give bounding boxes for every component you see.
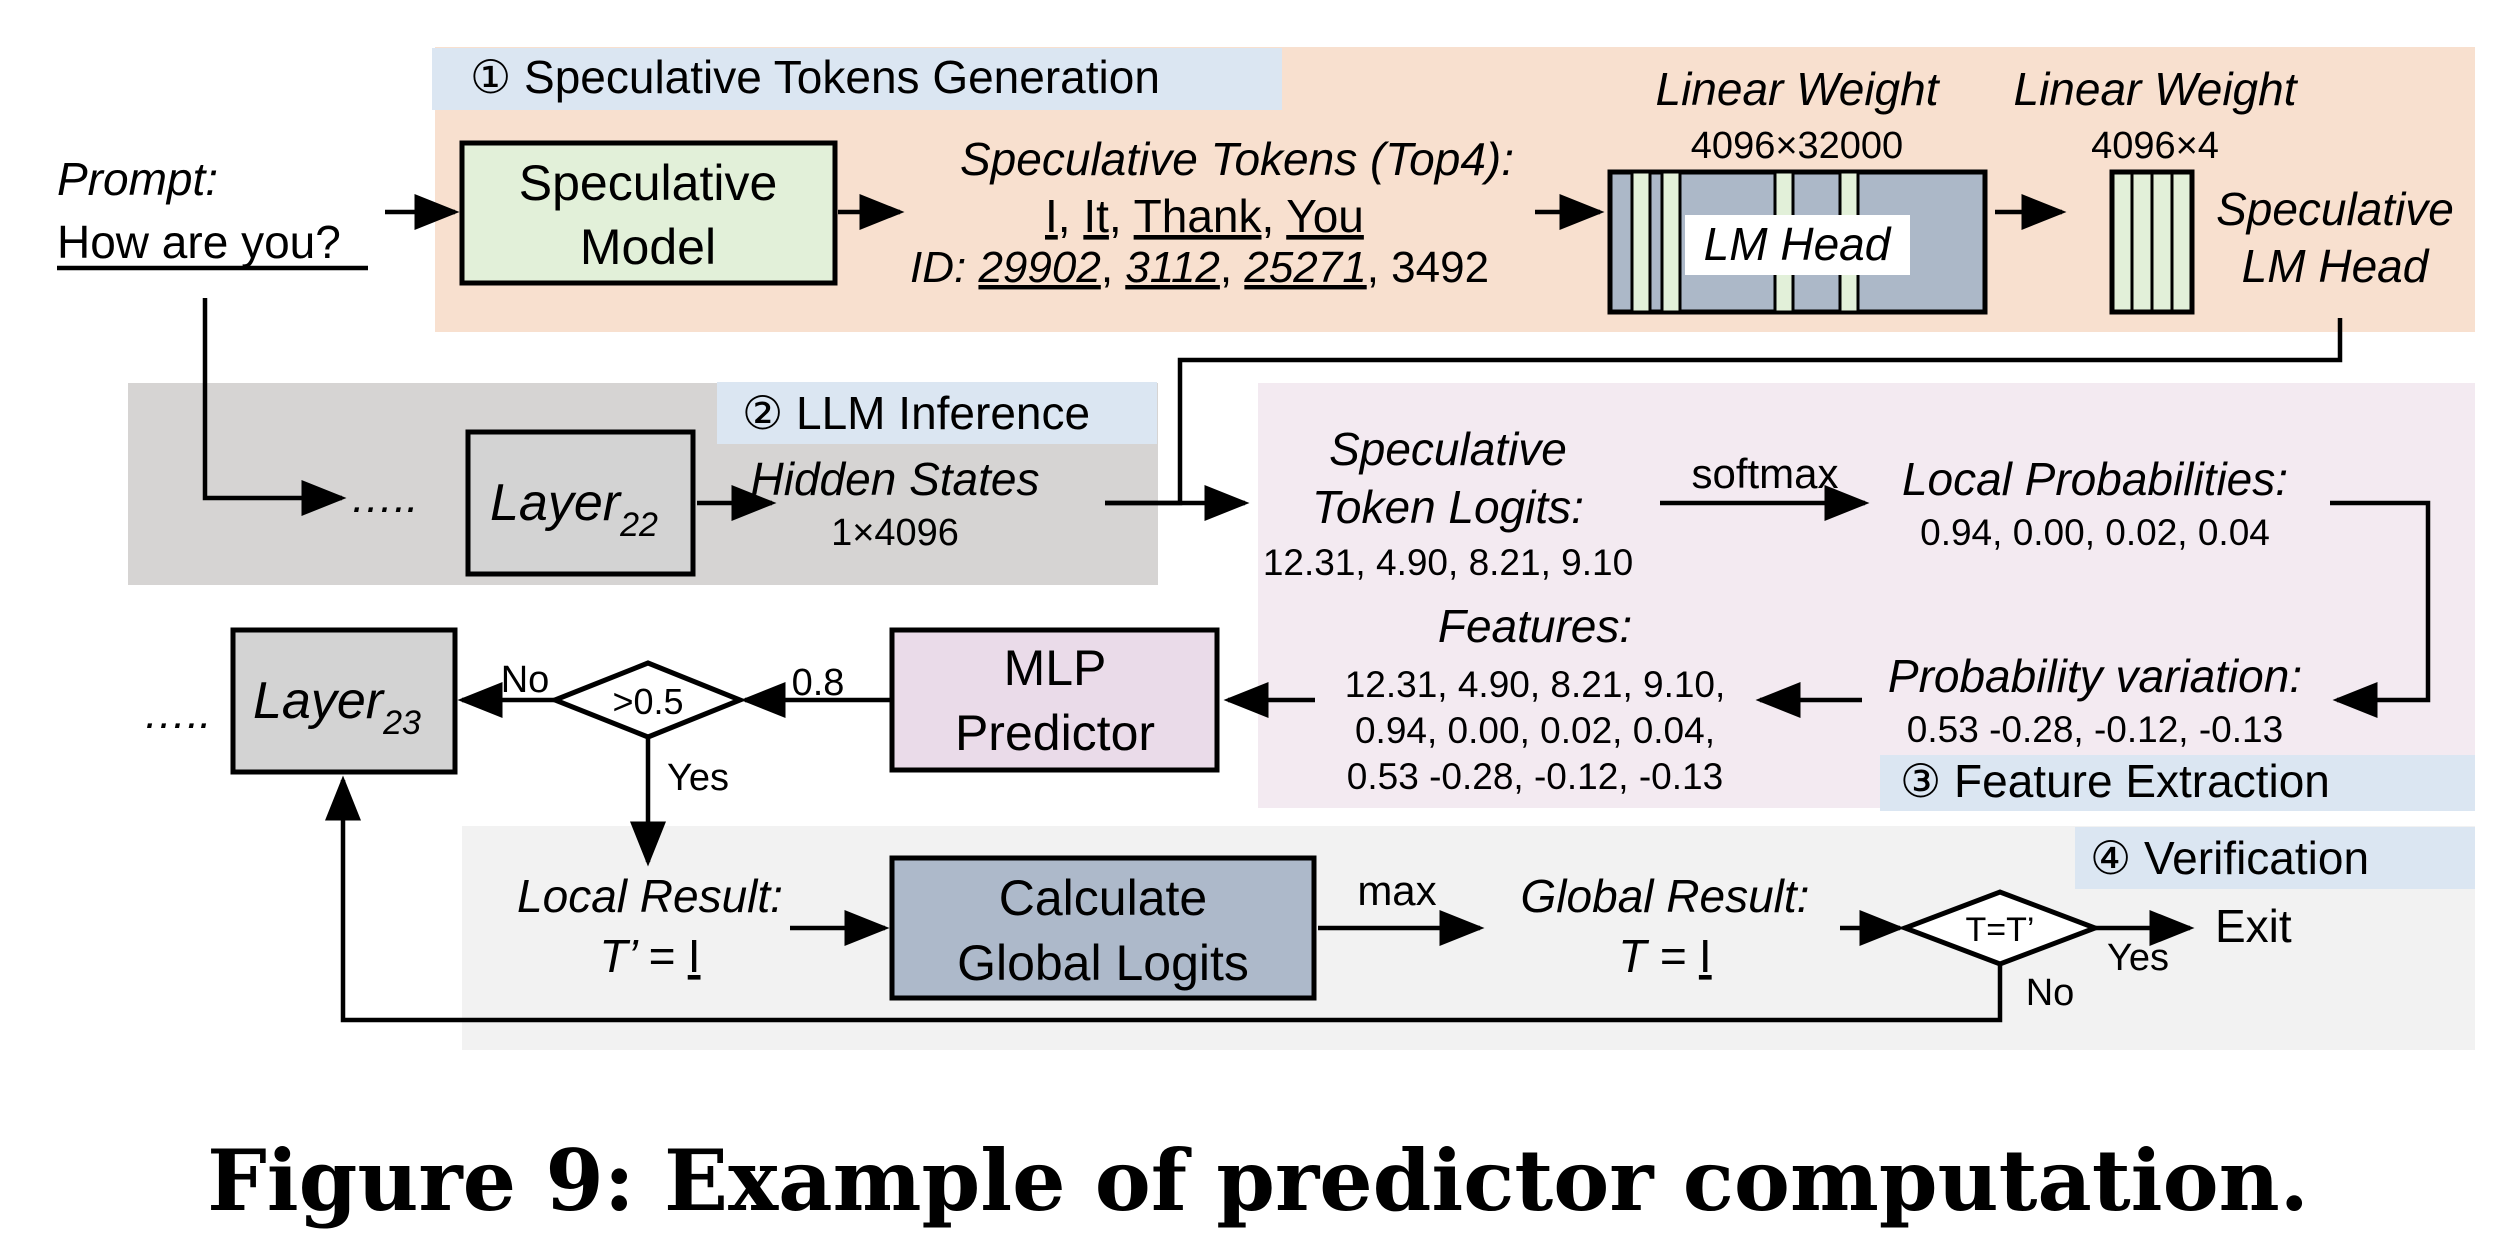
features-line-3: 0.53 -0.28, -0.12, -0.13 [1347, 756, 1723, 797]
token-it: It [1083, 190, 1109, 242]
layer23-box [230, 627, 458, 775]
speculative-tokens-list: I, It, Thank, You [1045, 190, 1364, 242]
section3-background [1258, 383, 2475, 808]
section2-tab [717, 382, 1157, 444]
spec-weight-title: Linear Weight [2014, 63, 2299, 115]
spec-weight-dims: 4096×4 [2091, 125, 2219, 167]
id-label: ID: [910, 243, 978, 292]
token-thank: Thank [1134, 190, 1263, 242]
local-prob-title: Local Probabilities: [1902, 453, 2288, 505]
speculative-model-label-2: Model [580, 219, 716, 275]
layer22-box [465, 429, 696, 577]
lm-head-label-bg [1685, 215, 1910, 275]
token-you: You [1286, 190, 1364, 242]
hidden-states-title: Hidden States [751, 453, 1040, 505]
predictor-score: 0.8 [792, 662, 845, 704]
check-no-label: No [2026, 972, 2075, 1014]
layer23-dots: ….. [143, 689, 211, 738]
calc-global-logits-box [889, 855, 1317, 1001]
spec-lm-head-label-1: Speculative [2216, 183, 2454, 235]
arrow-localprob-to-variation [2330, 500, 2431, 718]
threshold-no-label: No [501, 659, 550, 701]
lm-weight-dims: 4096×32000 [1691, 125, 1903, 167]
exit-label: Exit [2215, 900, 2292, 952]
mlp-predictor-label-1: MLP [1004, 640, 1107, 696]
calc-global-logits-label-1: Calculate [999, 870, 1207, 926]
speculative-model-label-1: Speculative [519, 155, 778, 211]
threshold-diamond [548, 660, 747, 740]
layer23-label: Layer23 [253, 672, 421, 742]
figure-caption: Figure 9: Example of predictor computati… [207, 1131, 2309, 1230]
lm-head-label: LM Head [1704, 218, 1892, 270]
inference-dots: ….. [350, 473, 418, 522]
section2-title: ② LLM Inference [742, 387, 1090, 439]
features-line-2: 0.94, 0.00, 0.02, 0.04, [1355, 710, 1715, 751]
section1-title: ① Speculative Tokens Generation [470, 51, 1160, 103]
id-3: 25271 [1243, 243, 1366, 292]
logits-title-1: Speculative [1329, 423, 1567, 475]
max-label: max [1357, 867, 1436, 914]
prob-variation-values: 0.53 -0.28, -0.12, -0.13 [1907, 709, 2283, 750]
speculative-token-ids: ID: 29902, 3112, 25271, 3492 [910, 243, 1489, 292]
section4-tab [2075, 827, 2475, 889]
arrow-prompt-to-inference [202, 298, 347, 516]
speculative-model-box [459, 140, 838, 286]
section3-tab [1880, 755, 2475, 811]
hidden-states-dims: 1×4096 [831, 512, 959, 554]
token-i: I [1045, 190, 1058, 242]
local-result-value: T’ = I [600, 930, 701, 982]
mlp-predictor-label-2: Predictor [955, 705, 1155, 761]
spec-lm-head-matrix [2109, 169, 2195, 315]
id-1: 29902 [977, 243, 1100, 292]
mlp-predictor-box [889, 627, 1220, 773]
arrow-check-to-layer23 [325, 775, 2003, 1023]
logits-values: 12.31, 4.90, 8.21, 9.10 [1263, 542, 1633, 583]
check-yes-label: Yes [2107, 937, 2169, 979]
prompt-text: How are you? [57, 216, 341, 268]
prompt-label: Prompt: [57, 153, 218, 205]
threshold-yes-label: Yes [667, 757, 729, 799]
equality-check-label: T=T’ [1966, 911, 2035, 949]
local-prob-values: 0.94, 0.00, 0.02, 0.04 [1920, 512, 2270, 553]
section3-title: ③ Feature Extraction [1900, 755, 2330, 807]
id-4: 3492 [1391, 243, 1489, 292]
threshold-label: >0.5 [612, 681, 683, 722]
logits-title-2: Token Logits: [1312, 481, 1584, 533]
global-result-title: Global Result: [1521, 870, 1810, 922]
calc-global-logits-label-2: Global Logits [957, 935, 1249, 991]
local-result-title: Local Result: [517, 870, 783, 922]
id-2: 3112 [1125, 243, 1220, 292]
lm-weight-title: Linear Weight [1656, 63, 1941, 115]
section4-title: ④ Verification [2090, 832, 2369, 884]
global-result-value: T = I [1618, 930, 1711, 982]
softmax-label: softmax [1691, 450, 1838, 497]
spec-lm-head-label-2: LM Head [2242, 240, 2430, 292]
features-line-1: 12.31, 4.90, 8.21, 9.10, [1345, 664, 1726, 705]
speculative-tokens-title: Speculative Tokens (Top4): [960, 133, 1514, 185]
layer22-label: Layer22 [490, 474, 658, 544]
features-title: Features: [1438, 600, 1632, 652]
section1-tab [432, 48, 1282, 110]
prob-variation-title: Probability variation: [1888, 650, 2302, 702]
